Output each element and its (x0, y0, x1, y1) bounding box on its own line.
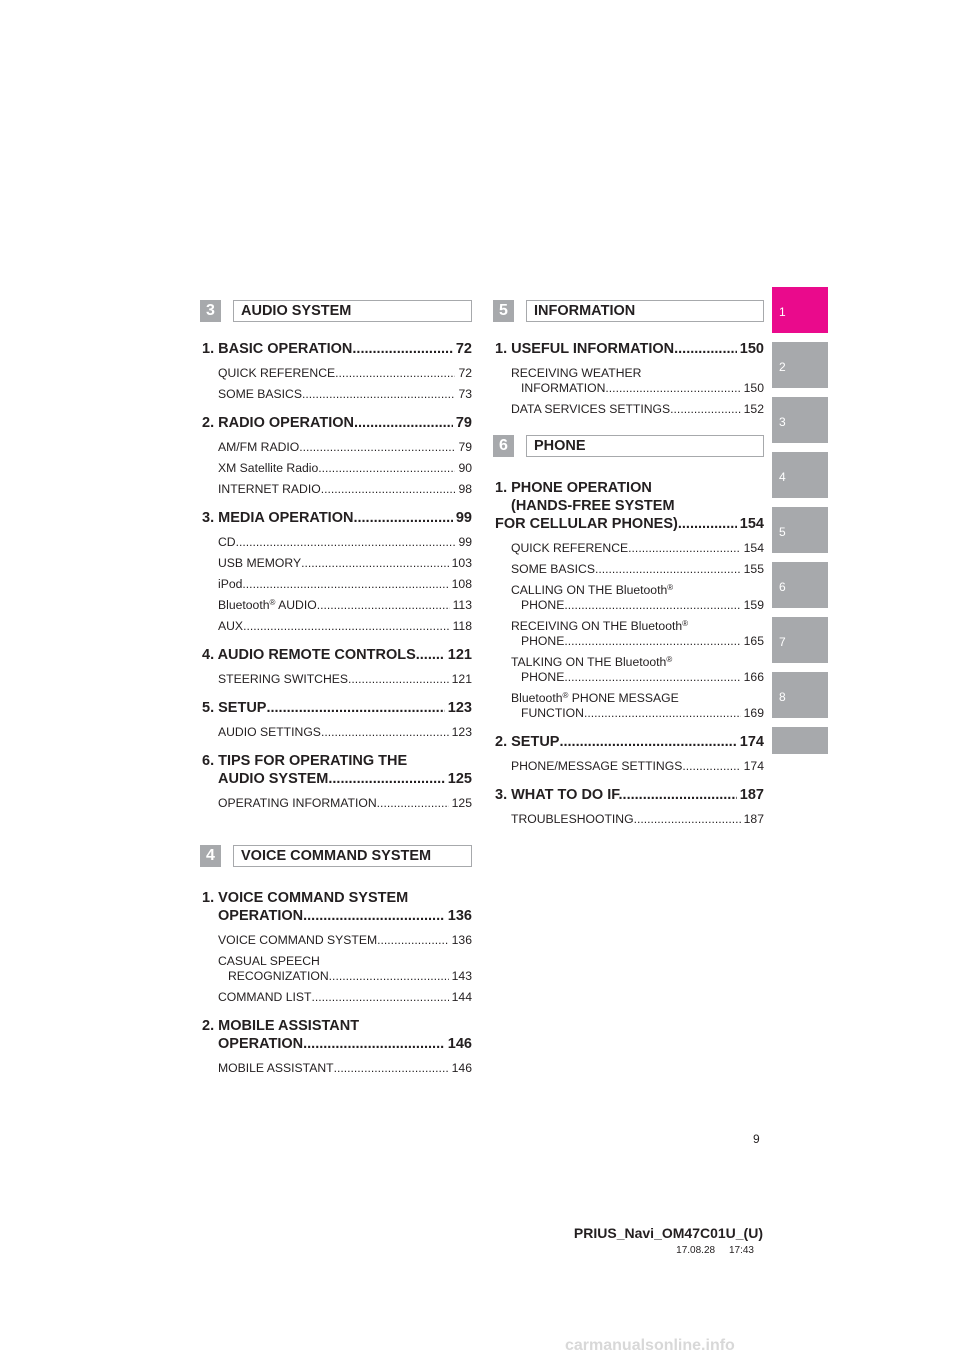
toc-entry[interactable]: XM Satellite Radio90 (218, 461, 472, 476)
chapter-tab-5[interactable]: 5 (772, 507, 828, 553)
toc-entry[interactable]: CASUAL SPEECH RECOGNIZATION143 (218, 954, 472, 984)
toc-entry[interactable]: SOME BASICS73 (218, 387, 472, 402)
watermark: carmanualsonline.info (565, 1337, 735, 1354)
chapter-tab-7[interactable]: 7 (772, 617, 828, 663)
section-header-audio: 3 AUDIO SYSTEM (200, 300, 472, 322)
chapter-heading[interactable]: 2. SETUP174 (495, 733, 764, 751)
chapter-heading[interactable]: 1. USEFUL INFORMATION150 (495, 340, 764, 358)
toc-entry[interactable]: STEERING SWITCHES121 (218, 672, 472, 687)
chapter-heading[interactable]: 4. AUDIO REMOTE CONTROLS121 (202, 646, 472, 664)
toc-entry[interactable]: QUICK REFERENCE154 (511, 541, 764, 556)
toc-entry[interactable]: SOME BASICS155 (511, 562, 764, 577)
chapter-tab-6[interactable]: 6 (772, 562, 828, 608)
section-header-information: 5 INFORMATION (493, 300, 764, 322)
toc-entry[interactable]: QUICK REFERENCE72 (218, 366, 472, 381)
toc-entry[interactable]: AUX118 (218, 619, 472, 634)
toc-entry[interactable]: MOBILE ASSISTANT146 (218, 1061, 472, 1076)
chapter-tab-1[interactable]: 1 (772, 287, 828, 333)
toc-entry[interactable]: INTERNET RADIO98 (218, 482, 472, 497)
chapter-heading[interactable]: 5. SETUP123 (202, 699, 472, 717)
section-number: 3 (200, 300, 221, 322)
toc-entry[interactable]: AUDIO SETTINGS123 (218, 725, 472, 740)
toc-entry[interactable]: CALLING ON THE Bluetooth® PHONE159 (511, 583, 764, 613)
chapter-heading[interactable]: 3. WHAT TO DO IF...187 (495, 786, 764, 804)
section-header-phone: 6 PHONE (493, 435, 764, 457)
toc-entry[interactable]: COMMAND LIST144 (218, 990, 472, 1005)
toc-entry[interactable]: TALKING ON THE Bluetooth® PHONE166 (511, 655, 764, 685)
chapter-tab-index[interactable] (772, 727, 828, 754)
toc-entry[interactable]: OPERATING INFORMATION125 (218, 796, 472, 811)
chapter-heading[interactable]: 6. TIPS FOR OPERATING THE AUDIO SYSTEM12… (202, 752, 472, 788)
toc-entry[interactable]: RECEIVING WEATHER INFORMATION150 (511, 366, 764, 396)
toc-entry[interactable]: iPod108 (218, 577, 472, 592)
chapter-tabs: 1 2 3 4 5 6 7 8 (772, 287, 828, 763)
page-ref: 72 (455, 341, 472, 357)
toc-entry[interactable]: USB MEMORY103 (218, 556, 472, 571)
document-id: PRIUS_Navi_OM47C01U_(U) (573, 1225, 763, 1241)
chapter-heading[interactable]: 2. MOBILE ASSISTANT OPERATION146 (202, 1017, 472, 1053)
page-number: 9 (753, 1132, 760, 1146)
section-number: 6 (493, 435, 514, 457)
chapter-tab-3[interactable]: 3 (772, 397, 828, 443)
toc-entry[interactable]: CD99 (218, 535, 472, 550)
chapter-tab-8[interactable]: 8 (772, 672, 828, 718)
chapter-heading[interactable]: 3. MEDIA OPERATION99 (202, 509, 472, 527)
chapter-heading[interactable]: 1. BASIC OPERATION72 (202, 340, 472, 358)
chapter-tab-4[interactable]: 4 (772, 452, 828, 498)
toc-entry[interactable]: TROUBLESHOOTING187 (511, 812, 764, 827)
section-title: INFORMATION (526, 300, 764, 322)
chapter-tab-2[interactable]: 2 (772, 342, 828, 388)
chapter-heading[interactable]: 2. RADIO OPERATION79 (202, 414, 472, 432)
section-header-voice: 4 VOICE COMMAND SYSTEM (200, 845, 472, 867)
section-number: 4 (200, 845, 221, 867)
toc-entry[interactable]: Bluetooth® AUDIO113 (218, 598, 472, 613)
toc-entry[interactable]: RECEIVING ON THE Bluetooth® PHONE165 (511, 619, 764, 649)
section-title: VOICE COMMAND SYSTEM (233, 845, 472, 867)
section-number: 5 (493, 300, 514, 322)
toc-right-column: 5 INFORMATION 1. USEFUL INFORMATION150 R… (493, 300, 764, 839)
section-title: PHONE (526, 435, 764, 457)
document-timestamp: 17.08.28 17:43 (676, 1245, 754, 1256)
section-title: AUDIO SYSTEM (233, 300, 472, 322)
toc-entry[interactable]: Bluetooth® PHONE MESSAGE FUNCTION169 (511, 691, 764, 721)
chapter-heading[interactable]: 1. PHONE OPERATION (HANDS-FREE SYSTEM FO… (495, 479, 764, 533)
toc-entry[interactable]: AM/FM RADIO79 (218, 440, 472, 455)
toc-entry[interactable]: DATA SERVICES SETTINGS152 (511, 402, 764, 417)
toc-entry[interactable]: VOICE COMMAND SYSTEM136 (218, 933, 472, 948)
toc-left-column: 3 AUDIO SYSTEM 1. BASIC OPERATION72 QUIC… (200, 300, 472, 1088)
chapter-heading[interactable]: 1. VOICE COMMAND SYSTEM OPERATION136 (202, 889, 472, 925)
toc-entry[interactable]: PHONE/MESSAGE SETTINGS174 (511, 759, 764, 774)
